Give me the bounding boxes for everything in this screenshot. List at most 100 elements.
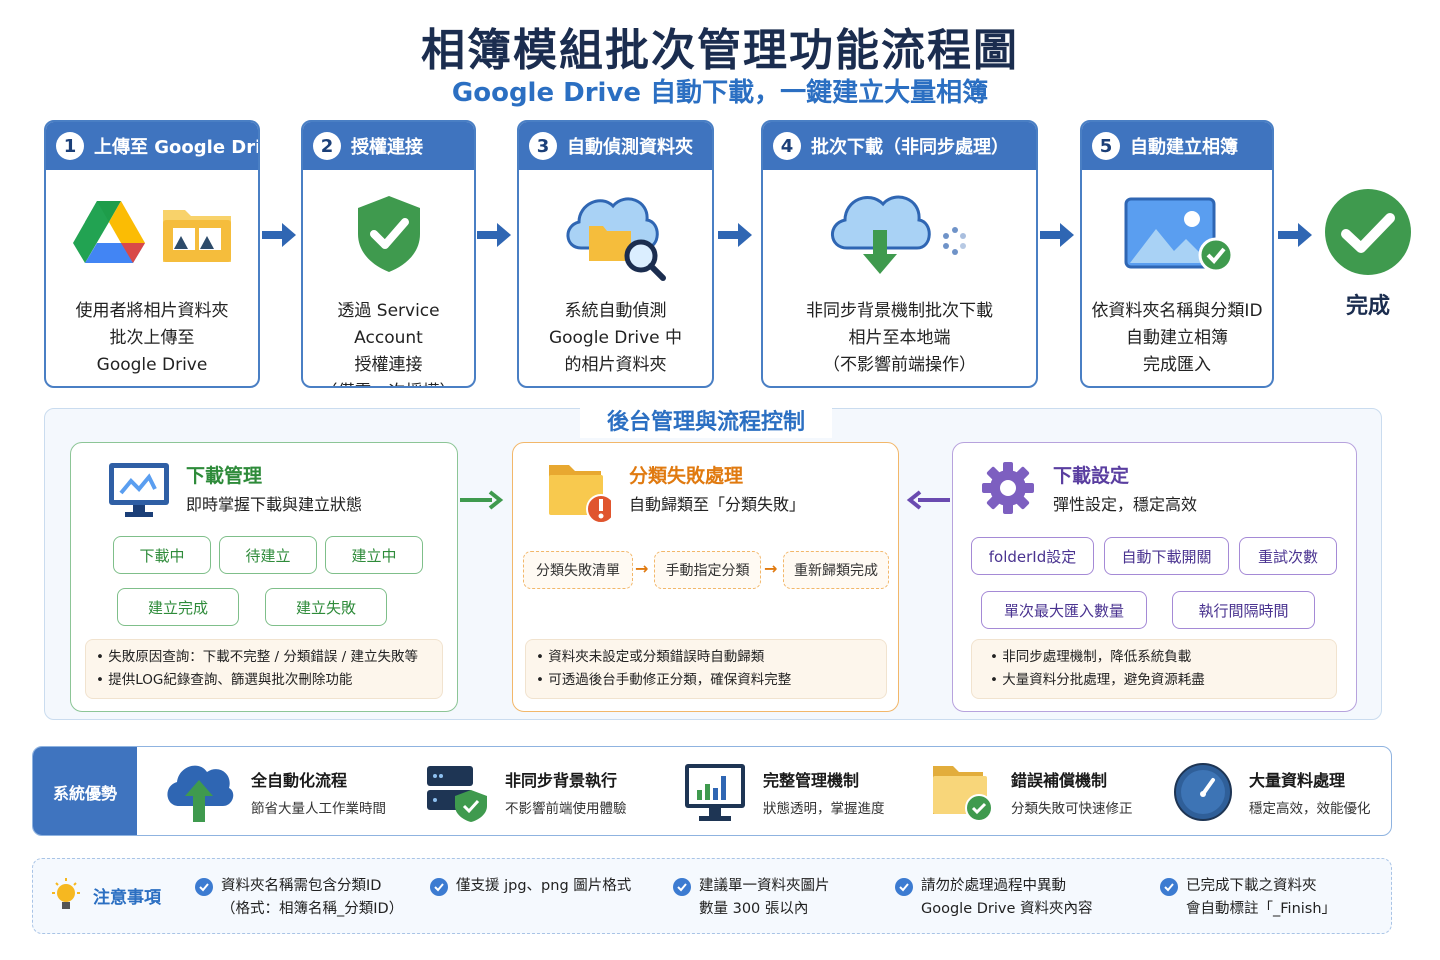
status-chip-failed[interactable]: 建立失敗 [265,588,387,626]
advantages-label: 系統優勢 [33,747,137,835]
step-desc-line: 完成匯入 [1143,355,1211,375]
step-desc-line: 系統自動偵測 [564,301,667,321]
step-card-4: 4 批次下載（非同步處理） 非同步背景機制批次下載相片至本地端 （不影響前端操作） [761,120,1038,388]
info-note: • 非同步處理機制，降低系統負載• 大量資料分批處理，避免資源耗盡 [971,639,1337,699]
flow-step-reclassified[interactable]: 重新歸類完成 [783,551,889,589]
step-number: 1 [56,132,84,160]
step-desc-line: 授權連接 [354,355,423,375]
advantage-item: 非同步背景執行不影響前端使用體驗 [425,747,627,835]
step-card-2: 2 授權連接 透過 Service Account 授權連接 （僅需一次授權） [301,120,476,388]
step-desc-line: 使用者將相片資料夾 [75,301,229,321]
cloud-download-icon [830,195,966,274]
notes-bar: 注意事項 資料夾名稱需包含分類ID（格式：相簿名稱_分類ID） 僅支援 jpg、… [32,858,1392,934]
monitor-chart-icon [109,463,169,517]
advantage-item: 錯誤補償機制分類失敗可快速修正 [931,747,1133,835]
folder-alert-icon [549,465,611,524]
step-desc-line: （不影響前端操作） [823,355,976,375]
box-subtitle: 自動歸類至「分類失敗」 [629,495,806,514]
note-item: 僅支援 jpg、png 圖片格式 [430,875,631,898]
advantage-item: 完整管理機制狀態透明，掌握進度 [683,747,885,835]
advantage-item: 全自動化流程節省大量人工作業時間 [163,747,386,835]
advantage-item: 大量資料處理穩定高效，效能優化 [1173,747,1371,835]
gear-icon [982,462,1034,514]
setting-folder-id[interactable]: folderId設定 [971,537,1094,575]
step-desc-line: 的相片資料夾 [564,355,667,375]
step-title: 自動偵測資料夾 [567,137,693,158]
step-number: 4 [773,132,801,160]
check-circle-icon [895,878,913,896]
status-chip-downloading[interactable]: 下載中 [113,536,211,574]
info-note: • 失敗原因查詢：下載不完整 / 分類錯誤 / 建立失敗等• 提供LOG紀錄查詢… [85,639,443,699]
photo-folder-icon [163,210,231,262]
google-drive-icon [73,201,145,263]
lightbulb-icon [52,878,80,909]
advantages-bar: 系統優勢 全自動化流程節省大量人工作業時間 非同步背景執行不影響前端使用體驗 完… [32,746,1392,836]
done-check-icon [1325,189,1411,275]
arrow-right-icon [477,223,511,247]
box-subtitle: 即時掌握下載與建立狀態 [186,495,363,514]
server-shield-icon [427,766,487,822]
status-chip-creating[interactable]: 建立中 [325,536,423,574]
step-desc-line: （僅需一次授權） [303,379,474,386]
monitor-bar-chart-icon [685,764,745,821]
step-desc-line: 相片至本地端 [848,328,951,348]
shield-check-icon [357,196,420,272]
check-circle-icon [430,878,448,896]
step-desc-line: 自動建立相簿 [1126,328,1228,348]
step-number: 2 [313,132,341,160]
step-title: 批次下載（非同步處理） [811,137,1009,158]
page-subtitle: Google Drive 自動下載，一鍵建立大量相簿 [451,78,989,108]
notes-label: 注意事項 [93,888,161,908]
setting-retry-count[interactable]: 重試次數 [1239,537,1337,575]
note-item: 建議單一資料夾圖片數量 300 張以內 [673,875,830,921]
step-title: 上傳至 Google Drive [94,137,258,158]
step-desc-line: 依資料夾名稱與分類ID [1091,301,1263,321]
flow-step-fail-list[interactable]: 分類失敗清單 [523,551,633,589]
step-card-3: 3 自動偵測資料夾 系統自動偵測 Google Drive 中的相片資料夾 [517,120,714,388]
check-circle-icon [673,878,691,896]
done-label: 完成 [1345,294,1390,319]
fail-handling-box: 分類失敗處理 自動歸類至「分類失敗」 分類失敗清單 → 手動指定分類 → 重新歸… [512,442,899,712]
download-settings-box: 下載設定 彈性設定，穩定高效 folderId設定 自動下載開關 重試次數 單次… [952,442,1357,712]
step-desc-line: 透過 Service Account [337,301,440,348]
arrow-right-icon: → [764,559,778,578]
page-title: 相簿模組批次管理功能流程圖 [421,25,1019,76]
step-desc-line: 批次上傳至 [109,328,195,348]
arrow-left-icon [906,490,950,510]
check-circle-icon [1160,878,1178,896]
status-chip-created[interactable]: 建立完成 [117,588,239,626]
check-circle-icon [195,878,213,896]
note-item: 已完成下載之資料夾會自動標註「_Finish」 [1160,875,1336,921]
box-title: 下載管理 [186,465,263,487]
step-title: 授權連接 [351,137,423,158]
arrow-right-icon [1278,223,1312,247]
setting-interval[interactable]: 執行間隔時間 [1172,591,1315,629]
info-note: • 資料夾未設定或分類錯誤時自動歸類• 可透過後台手動修正分類，確保資料完整 [525,639,887,699]
status-chip-pending[interactable]: 待建立 [219,536,317,574]
step-number: 5 [1092,132,1120,160]
backend-title: 後台管理與流程控制 [580,402,832,438]
setting-max-import[interactable]: 單次最大匯入數量 [981,591,1147,629]
step-desc-line: Google Drive [96,355,208,375]
step-desc-line: Google Drive 中 [548,328,683,348]
arrow-right-icon: → [635,559,649,578]
arrow-right-icon [460,490,504,510]
speedometer-icon [1174,763,1232,821]
step-desc-line: 非同步背景機制批次下載 [806,301,993,321]
folder-check-icon [933,766,993,822]
box-subtitle: 彈性設定，穩定高效 [1053,495,1198,514]
arrow-right-icon [718,223,752,247]
arrow-right-icon [1040,223,1074,247]
cloud-folder-search-icon [566,197,666,281]
loading-spinner-icon [942,227,966,255]
cloud-upload-icon [167,765,234,822]
step-number: 3 [529,132,557,160]
download-management-box: 下載管理 即時掌握下載與建立狀態 下載中 待建立 建立中 建立完成 建立失敗 •… [70,442,458,712]
flow-step-manual-assign[interactable]: 手動指定分類 [654,551,761,589]
setting-auto-download-toggle[interactable]: 自動下載開關 [1104,537,1229,575]
box-title: 分類失敗處理 [629,465,744,487]
step-title: 自動建立相簿 [1130,137,1238,158]
